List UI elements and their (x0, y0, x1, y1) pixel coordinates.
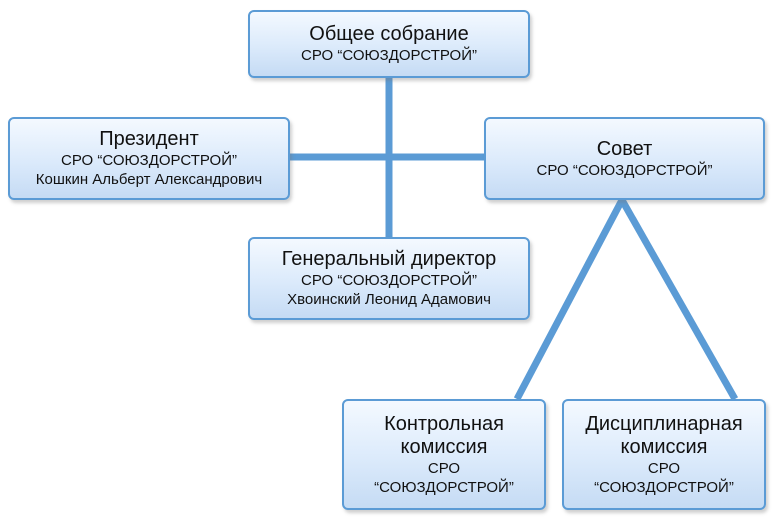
node-title-line: комиссия (620, 435, 708, 458)
node-title-line: комиссия (400, 435, 488, 458)
node-president: Президент СРО “СОЮЗДОРСТРОЙ” Кошкин Альб… (8, 117, 290, 200)
node-org-name: СРО “СОЮЗДОРСТРОЙ” (60, 152, 237, 169)
node-org-name-line: СРО (427, 459, 461, 477)
node-org-name: СРО “СОЮЗДОРСТРОЙ” (300, 272, 477, 289)
node-general-director: Генеральный директор СРО “СОЮЗДОРСТРОЙ” … (248, 237, 530, 320)
node-disciplinary-commission: Дисциплинарная комиссия СРО “СОЮЗДОРСТРО… (562, 399, 766, 510)
node-title-line: Дисциплинарная (585, 412, 743, 435)
node-org-name-line: “СОЮЗДОРСТРОЙ” (374, 478, 514, 496)
node-council: Совет СРО “СОЮЗДОРСТРОЙ” (484, 117, 765, 200)
node-general-assembly: Общее собрание СРО “СОЮЗДОРСТРОЙ” (248, 10, 530, 78)
node-title: Общее собрание (309, 23, 469, 45)
connector-council-to-control (513, 198, 626, 401)
node-org-name-line: “СОЮЗДОРСТРОЙ” (594, 478, 734, 496)
connector-council-to-discipline (618, 198, 739, 401)
node-title: Совет (596, 137, 653, 160)
node-org-name: СРО “СОЮЗДОРСТРОЙ” (300, 47, 477, 64)
node-title-line: Контрольная (384, 412, 504, 435)
node-control-commission: Контрольная комиссия СРО “СОЮЗДОРСТРОЙ” (342, 399, 546, 510)
node-title: Президент (99, 128, 199, 150)
node-org-name-line: СРО (647, 459, 681, 477)
node-title: Генеральный директор (281, 248, 497, 270)
node-org-name: СРО “СОЮЗДОРСТРОЙ” (536, 161, 713, 179)
node-person-name: Кошкин Альберт Александрович (35, 171, 263, 188)
node-person-name: Хвоинский Леонид Адамович (287, 291, 491, 308)
